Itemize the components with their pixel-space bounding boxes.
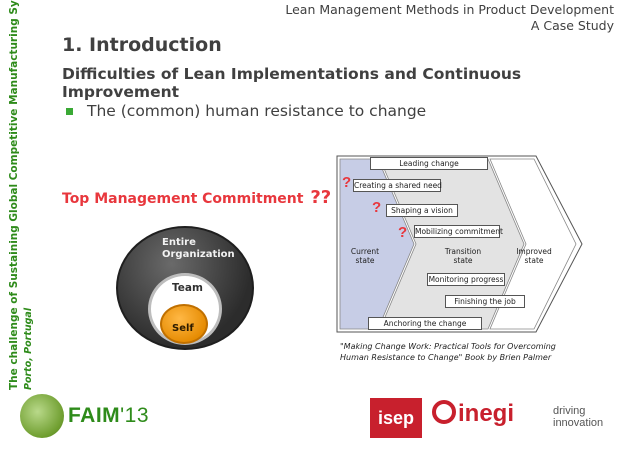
self-oval: [160, 304, 208, 344]
current-state-line2: state: [355, 256, 375, 265]
inegi-name: inegi: [458, 400, 515, 427]
organization-label-line2: Organization: [162, 249, 235, 260]
faim-globe-logo: [20, 394, 64, 438]
change-model-diagram: Leading change Creating a shared need Sh…: [336, 155, 583, 333]
improved-state-line1: Improved: [516, 247, 552, 256]
presentation-header: Lean Management Methods in Product Devel…: [285, 2, 614, 34]
change-arrow-graphic: [336, 155, 583, 333]
inegi-logo: inegi: [432, 400, 514, 428]
bullet-text: The (common) human resistance to change: [87, 102, 427, 120]
top-management-commitment: Top Management Commitment ??: [62, 187, 331, 208]
mobilizing-commitment-box: Mobilizing commitment: [414, 225, 503, 238]
creating-need-box: Creating a shared need: [353, 179, 442, 192]
self-label: Self: [172, 323, 194, 334]
driving-innovation-tagline: driving innovation: [553, 405, 603, 429]
question-mark-creating: ?: [342, 174, 352, 191]
leading-change-box: Leading change: [370, 157, 488, 170]
header-title-line1: Lean Management Methods in Product Devel…: [285, 2, 614, 17]
transition-state-line1: Transition: [444, 247, 482, 256]
diagram-caption: "Making Change Work: Practical Tools for…: [340, 341, 556, 363]
faim-logo-text: FAIM'13: [68, 404, 149, 428]
transition-state-label: Transition state: [440, 247, 486, 265]
finishing-job-box: Finishing the job: [445, 295, 525, 308]
conference-sidebar: The challenge of Sustaining Global Compe…: [4, 0, 36, 390]
caption-line2: Human Resistance to Change" Book by Brie…: [340, 353, 552, 362]
current-state-line1: Current: [350, 247, 380, 256]
tagline-line1: driving: [553, 405, 586, 417]
team-label: Team: [172, 282, 203, 294]
header-title-line2: A Case Study: [530, 18, 614, 33]
bullet-item: The (common) human resistance to change: [66, 102, 426, 120]
inegi-e-icon: [432, 400, 456, 424]
current-state-label: Current state: [347, 247, 383, 265]
monitoring-progress-box: Monitoring progress: [427, 273, 505, 286]
faim-name: FAIM: [68, 404, 121, 427]
slide-title: 1. Introduction: [62, 34, 222, 56]
improved-state-line2: state: [524, 256, 544, 265]
isep-logo: isep: [370, 398, 422, 438]
question-mark-shaping: ?: [372, 199, 382, 216]
shaping-vision-box: Shaping a vision: [386, 204, 458, 217]
sidebar-conference-title: The challenge of Sustaining Global Compe…: [8, 0, 20, 390]
bullet-square-icon: [66, 107, 73, 115]
caption-line1: "Making Change Work: Practical Tools for…: [340, 342, 556, 351]
top-management-question-marks: ??: [310, 187, 332, 208]
improved-state-label: Improved state: [514, 247, 554, 265]
organization-label: Entire Organization: [162, 237, 235, 261]
sidebar-location: Porto, Portugal: [23, 307, 34, 390]
tagline-line2: innovation: [553, 417, 604, 429]
transition-state-line2: state: [453, 256, 473, 265]
question-mark-mobilizing: ?: [398, 224, 408, 241]
slide-subtitle: Difficulties of Lean Implementations and…: [62, 65, 522, 101]
anchoring-change-box: Anchoring the change: [368, 317, 482, 330]
top-management-label: Top Management Commitment: [62, 191, 304, 207]
organization-label-line1: Entire: [162, 237, 196, 248]
faim-year: '13: [120, 404, 150, 427]
